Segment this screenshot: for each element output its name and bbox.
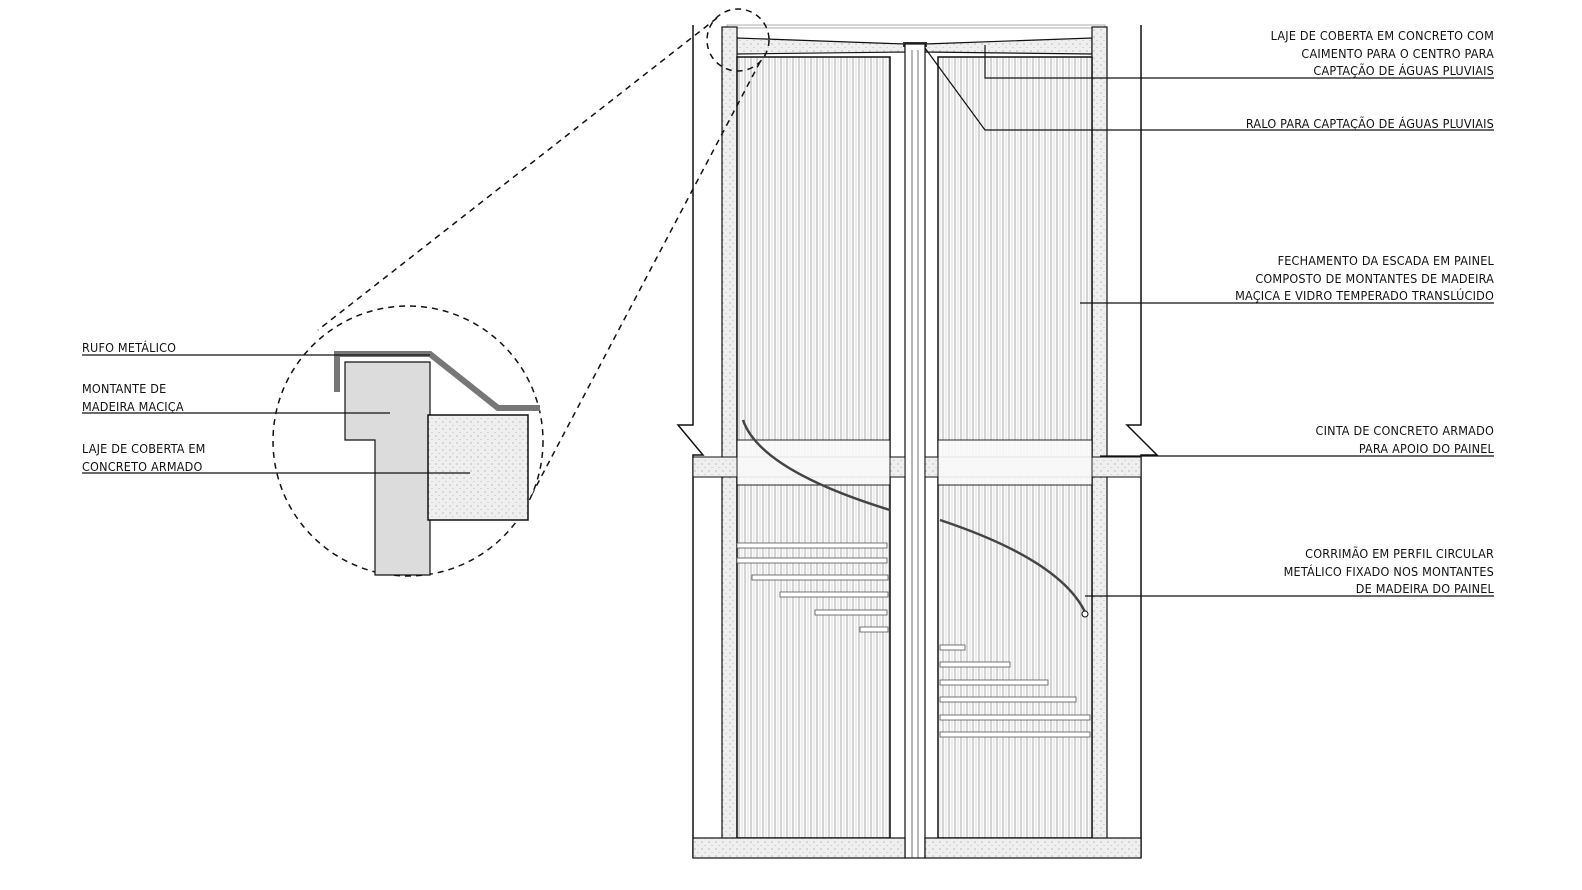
label-line: MAÇICA E VIDRO TEMPERADO TRANSLÚCIDO [1235,288,1494,303]
label-line: LAJE DE COBERTA EM CONCRETO COM [1270,28,1494,43]
stair-tread [939,696,1077,703]
leader-lines [82,45,1494,597]
concrete-ring-beam [692,439,1142,486]
label-line: RUFO METÁLICO [82,340,177,355]
label-line: DE MADEIRA DO PAINEL [1355,581,1494,596]
label-line: CINTA DE CONCRETO ARMADO [1315,423,1494,438]
stair-tread [859,626,889,633]
handrail-end [1081,610,1089,618]
stair-treads [736,542,1091,738]
concrete-pillars [721,26,1108,859]
label-drain: RALO PARA CAPTAÇÃO DE ÁGUAS PLUVIAIS [1246,115,1494,133]
stair-tread [814,609,888,616]
stair-tread [736,542,888,549]
label-line: MADEIRA MACIÇA [82,398,184,414]
label-line: CONCRETO ARMADO [82,458,203,474]
label-flashing: RUFO METÁLICO [82,339,176,357]
label-line: CAIMENTO PARA O CENTRO PARA [1301,45,1494,61]
floor-slab [692,837,1142,859]
stair-tread [939,731,1091,738]
stair-tread [736,557,888,564]
handrail [741,419,1087,613]
stair-tread [939,714,1091,721]
label-wood-post: MONTANTE DE MADEIRA MACIÇA [82,380,184,415]
label-line: COMPOSTO DE MONTANTES DE MADEIRA [1255,270,1494,286]
stair-tread [939,661,1011,668]
label-line: FECHAMENTO DA ESCADA EM PAINEL [1277,253,1494,268]
stair-tread [751,574,889,581]
label-line: MONTANTE DE [82,381,167,396]
detail-marker [706,8,770,72]
outer-walls [676,25,1159,858]
label-roof-slab: LAJE DE COBERTA EM CONCRETO COM CAIMENTO… [1271,27,1494,80]
label-line: CAPTAÇÃO DE ÁGUAS PLUVIAIS [1313,63,1494,78]
detail-content [334,351,540,576]
label-line: METÁLICO FIXADO NOS MONTANTES [1283,563,1494,579]
stair-tread [939,644,966,651]
label-handrail: CORRIMÃO EM PERFIL CIRCULAR METÁLICO FIX… [1284,545,1494,598]
label-line: RALO PARA CAPTAÇÃO DE ÁGUAS PLUVIAIS [1245,116,1494,131]
stair-tread [779,591,889,598]
label-panel-enclosure: FECHAMENTO DA ESCADA EM PAINEL COMPOSTO … [1235,252,1494,305]
label-detail-slab: LAJE DE COBERTA EM CONCRETO ARMADO [82,440,206,475]
label-line: LAJE DE COBERTA EM [82,441,206,456]
label-line: PARA APOIO DO PAINEL [1358,440,1494,456]
label-ring-beam: CINTA DE CONCRETO ARMADO PARA APOIO DO P… [1316,422,1494,457]
stair-tread [939,679,1049,686]
label-line: CORRIMÃO EM PERFIL CIRCULAR [1305,546,1494,561]
